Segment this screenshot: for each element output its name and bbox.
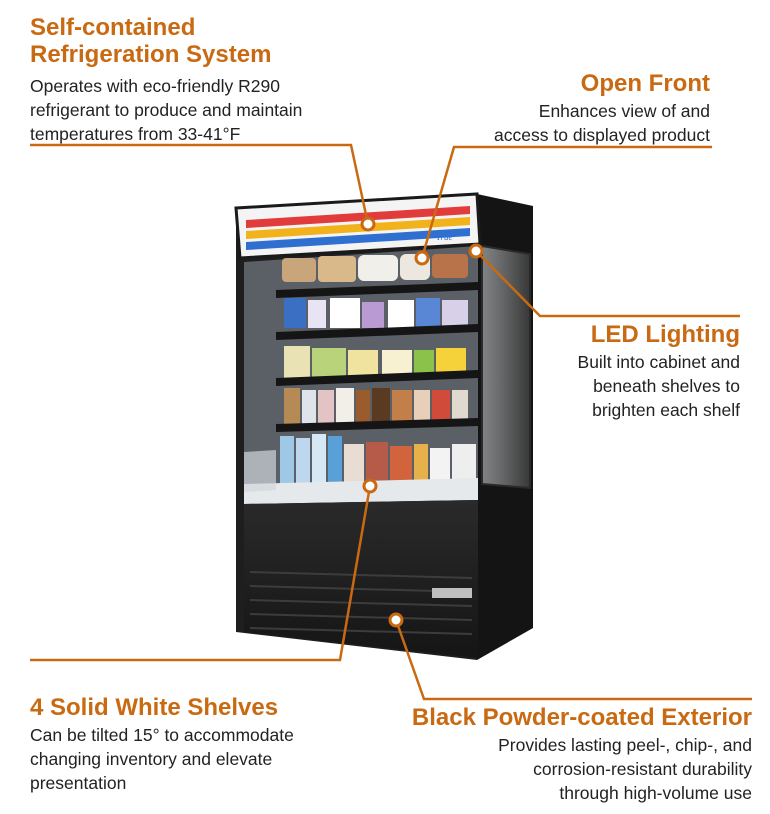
- exterior-desc-line3: through high-volume use: [559, 783, 752, 803]
- exterior-desc-line1: Provides lasting peel-, chip-, and: [498, 735, 752, 755]
- shelves-desc-line3: presentation: [30, 773, 127, 793]
- refrigeration-title-line2: Refrigeration System: [30, 41, 272, 68]
- header-stripes: True: [246, 206, 470, 250]
- refrigeration-desc-line3: temperatures from 33-41°F: [30, 124, 241, 144]
- callout-dot-icon: [388, 612, 404, 628]
- callout-dot-icon: [362, 478, 378, 494]
- shelves-desc-line1: Can be tilted 15° to accommodate: [30, 725, 294, 745]
- shelves: [276, 282, 478, 432]
- led-desc-line2: beneath shelves to: [593, 376, 740, 396]
- open-front-desc-line1: Enhances view of and: [538, 101, 710, 121]
- leader-lines: [30, 143, 752, 701]
- callout-dots: [360, 216, 484, 628]
- led-desc-line1: Built into cabinet and: [577, 352, 740, 372]
- product-row-4: [284, 388, 468, 424]
- callout-led-lighting: LED Lighting Built into cabinet and bene…: [578, 321, 740, 422]
- open-front-title: Open Front: [580, 70, 710, 97]
- callout-open-front: Open Front Enhances view of and access t…: [494, 70, 710, 147]
- callout-refrigeration: Self-contained Refrigeration System Oper…: [30, 14, 302, 146]
- refrigeration-title-line1: Self-contained: [30, 14, 196, 41]
- callout-dot-icon: [360, 216, 376, 232]
- refrigeration-desc-line1: Operates with eco-friendly R290: [30, 76, 280, 96]
- led-title: LED Lighting: [590, 321, 740, 348]
- shelves-desc-line2: changing inventory and elevate: [30, 749, 273, 769]
- refrigeration-desc-line2: refrigerant to produce and maintain: [30, 100, 303, 120]
- open-front-desc-line2: access to displayed product: [494, 125, 710, 145]
- display-deck: [244, 450, 478, 504]
- product-row-bottom: [280, 434, 476, 484]
- shelves-title: 4 Solid White Shelves: [30, 694, 279, 721]
- callout-shelves: 4 Solid White Shelves Can be tilted 15° …: [30, 694, 294, 795]
- exterior-title: Black Powder-coated Exterior: [411, 704, 752, 731]
- callout-exterior: Black Powder-coated Exterior Provides la…: [412, 704, 752, 805]
- callout-dot-icon: [468, 243, 484, 259]
- product-row-top: [282, 254, 468, 282]
- svg-text:True: True: [436, 232, 453, 242]
- base-grille: [244, 500, 478, 658]
- exterior-desc-line2: corrosion-resistant durability: [533, 759, 752, 779]
- product-row-2: [284, 298, 468, 328]
- led-desc-line3: brighten each shelf: [592, 400, 740, 420]
- product-row-3: [284, 346, 466, 378]
- callout-dot-icon: [414, 250, 430, 266]
